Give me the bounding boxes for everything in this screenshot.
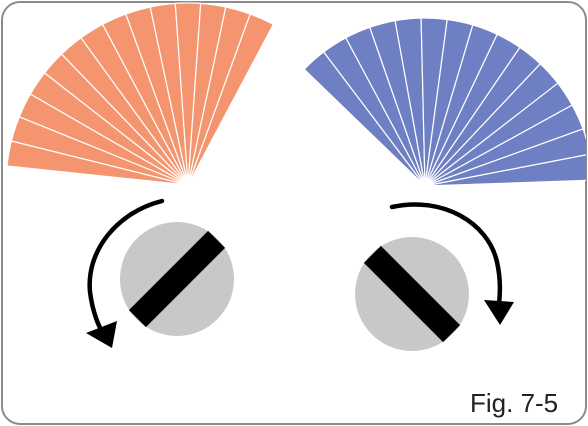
figure-label: Fig. 7-5	[470, 388, 558, 418]
right-screw-head-icon	[355, 237, 469, 351]
rotate-clockwise-arrow-icon	[389, 202, 514, 325]
rotate-counterclockwise-arrow-icon	[86, 198, 165, 348]
fan-segment	[424, 128, 586, 187]
left-fan	[6, 2, 275, 186]
fan-segment	[424, 153, 586, 187]
left-screw-head-icon	[120, 222, 234, 336]
fan-segment	[187, 13, 275, 186]
right-fan	[303, 17, 586, 187]
